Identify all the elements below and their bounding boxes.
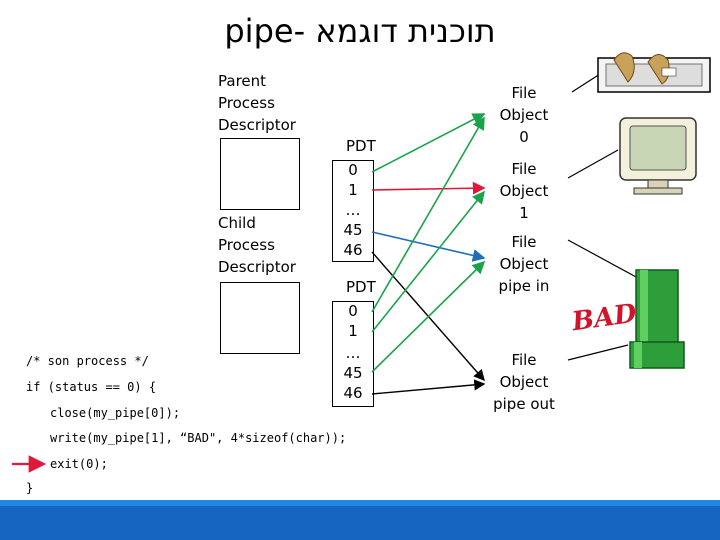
parent-label-line2: Process xyxy=(218,94,275,112)
arrow-parent-1-to-file1 xyxy=(371,181,486,195)
parent-label-line1: Parent xyxy=(218,72,267,90)
arrow-parent-0-to-file0 xyxy=(371,113,486,173)
parent-pdt-entry-ellipsis: … xyxy=(345,201,361,219)
file-object-pipe-out-line1: File xyxy=(511,351,537,369)
child-pdt-entry-45: 45 xyxy=(343,364,363,382)
child-pdt-table: 0 1 … 45 46 xyxy=(332,301,374,407)
child-pdt-entry-46: 46 xyxy=(343,384,363,402)
code-line-exit: exit(0); xyxy=(50,457,108,471)
arrow-child-46-to-pipe-out xyxy=(371,379,486,395)
parent-pdt-entry-46: 46 xyxy=(343,241,363,259)
arrow-file1-to-monitor xyxy=(567,149,619,179)
file-object-pipe-in-line1: File xyxy=(511,233,537,251)
parent-pdt-entry-45: 45 xyxy=(343,221,363,239)
code-line-close: close(my_pipe[0]); xyxy=(50,406,181,420)
monitor-icon xyxy=(619,117,697,195)
file-object-pipe-out: File Object pipe out xyxy=(480,349,568,415)
footer-stripe xyxy=(0,500,720,506)
child-pdt-entry-ellipsis: … xyxy=(345,344,361,362)
file-object-0-line3: 0 xyxy=(519,128,529,146)
child-label-line2: Process xyxy=(218,236,275,254)
parent-label-line3: Descriptor xyxy=(218,116,296,134)
keyboard-icon xyxy=(597,52,711,93)
file-object-pipe-in-line3: pipe in xyxy=(498,277,550,295)
file-object-1-line2: Object xyxy=(499,182,549,200)
file-object-pipe-out-line3: pipe out xyxy=(493,395,555,413)
parent-pdt-table: 0 1 … 45 46 xyxy=(332,160,374,262)
parent-pdt-entry-0: 0 xyxy=(348,161,358,179)
code-line-if: if (status == 0) { xyxy=(26,380,157,394)
child-process-label: Child Process Descriptor xyxy=(218,212,296,278)
file-object-pipe-in-line2: Object xyxy=(499,255,549,273)
arrow-pipe-out-to-pipe xyxy=(567,344,629,361)
child-label-line1: Child xyxy=(218,214,256,232)
arrow-keyboard-to-file0 xyxy=(571,73,601,93)
parent-pdt-entry-1: 1 xyxy=(348,181,358,199)
slide-title: תוכנית דוגמא -pipe xyxy=(224,12,496,50)
arrow-child-0-to-file0 xyxy=(371,116,485,313)
child-pdt-entry-0: 0 xyxy=(348,302,358,320)
code-line-write: write(my_pipe[1], “BAD", 4*sizeof(char))… xyxy=(50,431,347,445)
file-object-0-line2: Object xyxy=(499,106,549,124)
arrow-child-45-to-pipe-in xyxy=(371,260,486,373)
pipe-icon xyxy=(629,269,685,369)
arrow-child-1-to-file1 xyxy=(371,190,485,333)
file-object-1-line1: File xyxy=(511,160,537,178)
child-label-line3: Descriptor xyxy=(218,258,296,276)
parent-process-label: Parent Process Descriptor xyxy=(218,70,296,136)
file-object-pipe-out-line2: Object xyxy=(499,373,549,391)
arrow-parent-45-to-pipe-in xyxy=(371,231,486,262)
child-pdt-entry-1: 1 xyxy=(348,322,358,340)
footer-bar xyxy=(0,500,720,540)
parent-pdt-label: PDT xyxy=(346,137,376,155)
code-line-comment: /* son process */ xyxy=(26,354,149,368)
file-object-0: File Object 0 xyxy=(480,82,568,148)
parent-process-box xyxy=(220,138,300,210)
code-line-close-brace: } xyxy=(26,481,34,495)
file-object-pipe-in: File Object pipe in xyxy=(480,231,568,297)
file-object-1-line3: 1 xyxy=(519,204,529,222)
file-object-1: File Object 1 xyxy=(480,158,568,224)
file-object-0-line1: File xyxy=(511,84,537,102)
child-pdt-label: PDT xyxy=(346,278,376,296)
child-process-box xyxy=(220,282,300,354)
